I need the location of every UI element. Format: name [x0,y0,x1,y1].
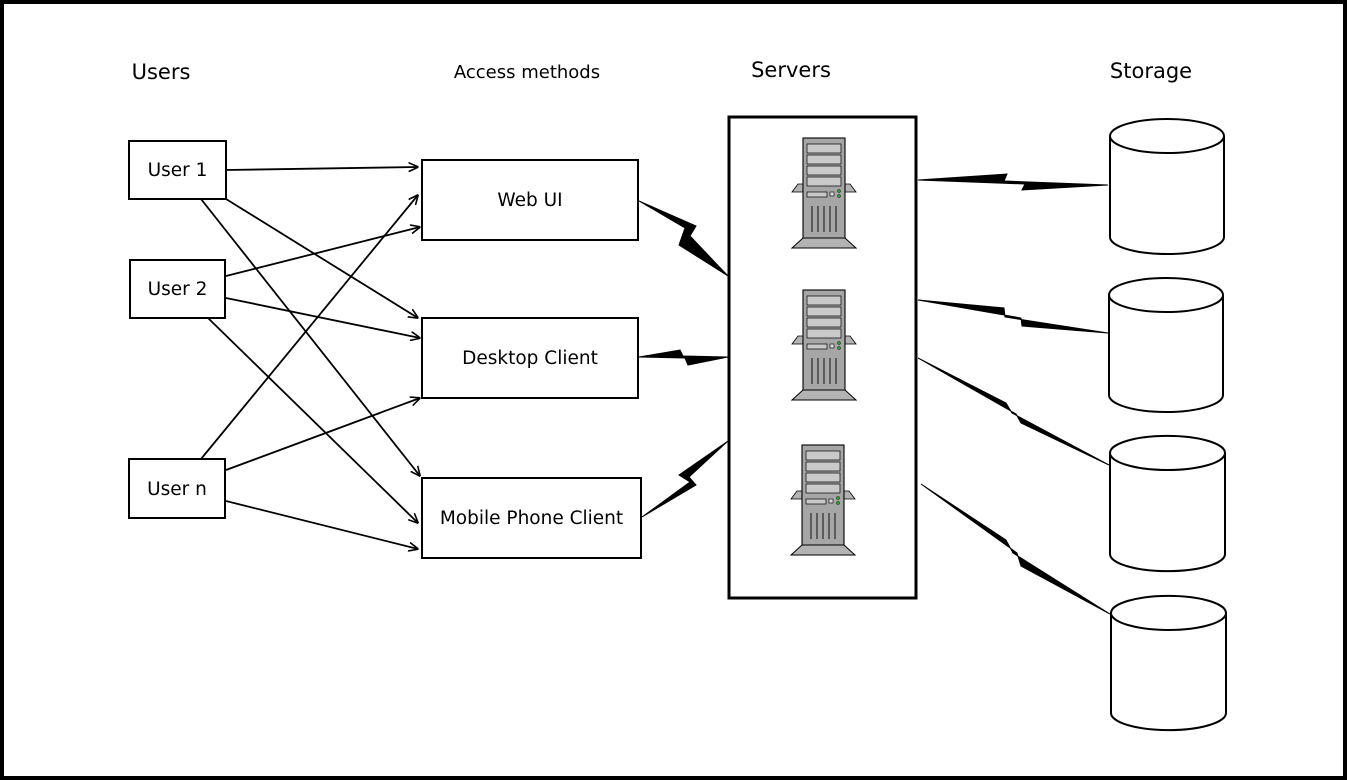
access-mobile-phone-client[interactable]: Mobile Phone Client [421,477,642,559]
storage-disk-1[interactable] [1109,118,1225,255]
user-label: User 1 [148,160,208,181]
user-node-n[interactable]: User n [128,458,226,519]
access-label: Desktop Client [462,348,598,369]
access-desktop-client[interactable]: Desktop Client [421,317,639,399]
access-box [421,317,639,399]
database-cylinder-icon [1109,118,1225,255]
arrow-user2-web [225,227,420,277]
storage-disk-2[interactable] [1108,277,1224,413]
user-label: User 2 [148,279,208,300]
server-cluster [727,115,918,600]
user-box [128,140,227,200]
access-web-ui[interactable]: Web UI [421,159,639,241]
user-label: User n [147,479,207,500]
user-box [128,458,226,519]
user-box [129,259,226,319]
storage-disk-3[interactable] [1109,434,1226,573]
access-box [421,159,639,241]
lightning-link-storage-1 [917,173,1109,191]
arrow-usern-web [200,195,418,460]
access-label: Web UI [497,190,562,211]
user-node-2[interactable]: User 2 [129,259,226,319]
cylinder-rim [1109,452,1226,471]
arrow-user2-desktop [225,297,420,338]
database-cylinder-icon [1109,434,1226,573]
database-cylinder-icon [1110,594,1227,732]
arrow-user1-web [225,167,418,170]
user-access-arrows [200,167,420,549]
arrow-user2-mobile [207,317,418,523]
arrow-usern-mobile [225,500,418,549]
database-cylinder-icon [1108,277,1224,413]
arrow-user1-mobile [200,198,420,476]
access-label: Mobile Phone Client [440,508,623,529]
heading-access-methods: Access methods [454,62,600,83]
heading-servers: Servers [751,58,831,82]
cylinder-rim [1108,294,1224,313]
cylinder-rim [1110,612,1227,631]
heading-users: Users [132,60,191,84]
cylinder-rim [1109,135,1225,154]
arrow-usern-desktop [225,398,420,471]
storage-disk-4[interactable] [1110,594,1227,732]
arrow-user1-desktop [225,198,418,318]
access-box [421,477,642,559]
heading-storage: Storage [1110,59,1192,83]
user-node-1[interactable]: User 1 [128,140,227,200]
